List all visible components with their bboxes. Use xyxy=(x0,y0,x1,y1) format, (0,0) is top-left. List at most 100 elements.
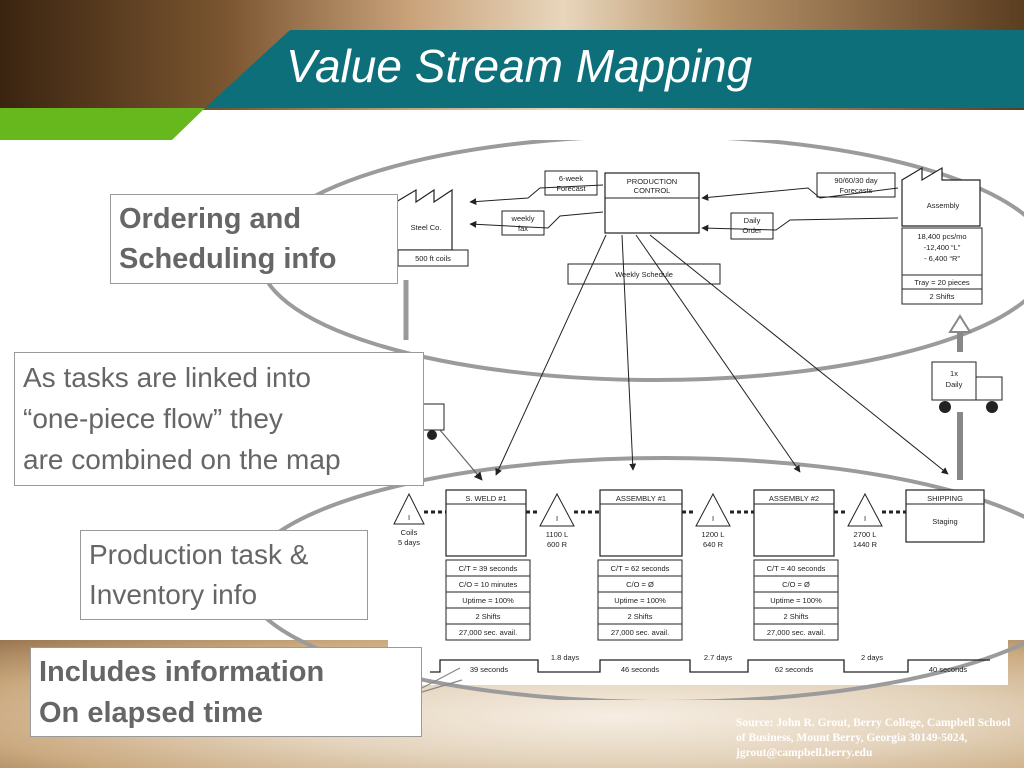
callout-production: Production task & Inventory info xyxy=(80,530,368,620)
shipping-box xyxy=(905,489,985,543)
production-control-label-1: PRODUCTION xyxy=(627,177,677,186)
data-box-2-line-1: C/T = 62 seconds xyxy=(611,564,670,573)
forecast-box xyxy=(544,170,598,196)
source-citation: Source: John R. Grout, Berry College, Ca… xyxy=(736,717,1011,759)
value-stream-map: Steel Co. 500 ft coils PRODUCTION CONTRO… xyxy=(243,140,1024,700)
customer-data-4: Tray = 20 pieces xyxy=(914,278,970,287)
data-box-3-line-1: C/T = 40 seconds xyxy=(767,564,826,573)
inventory-icon-2 xyxy=(695,492,731,527)
inventory-marker-3: I xyxy=(864,514,866,523)
slide-title: Value Stream Mapping xyxy=(286,40,753,92)
customer-data-3: - 6,400 “R” xyxy=(924,254,960,263)
weekly-fax-label-1: weekly xyxy=(511,214,535,223)
forecast-arrow xyxy=(469,184,604,206)
data-box-3-line-3: Uptime = 100% xyxy=(770,596,822,605)
daily-order-box xyxy=(730,212,774,240)
timeline-days-3: 2 days xyxy=(861,653,883,662)
daily-order-label-2: Order xyxy=(742,226,762,235)
callout-elapsed: Includes information On elapsed time xyxy=(30,647,422,737)
timeline-seconds-3: 62 seconds xyxy=(775,665,814,674)
callout-linked-line-2: “one-piece flow” they xyxy=(23,403,283,434)
truck-icon xyxy=(931,361,977,401)
timeline-seconds-4: 40 seconds xyxy=(929,665,968,674)
truck-label-1: 1x xyxy=(950,369,958,378)
supplier-data-box xyxy=(397,249,469,267)
truck-label-2: Daily xyxy=(946,380,963,389)
process-box-3 xyxy=(753,489,835,557)
data-box-1: C/T = 39 seconds C/O = 10 minutes Uptime… xyxy=(445,559,531,641)
inventory-3-left: 2700 L xyxy=(854,530,877,539)
customer-forecast-arrow xyxy=(701,187,899,201)
data-box-2-line-4: 2 Shifts xyxy=(627,612,652,621)
daily-order-label-1: Daily xyxy=(744,216,761,225)
supplier-label: Steel Co. xyxy=(411,223,442,232)
inventory-2-left: 1200 L xyxy=(702,530,725,539)
inventory-coils-icon xyxy=(393,492,425,525)
customer-data-2: -12,400 “L” xyxy=(924,243,961,252)
callout-elapsed-line-2: On elapsed time xyxy=(39,697,264,729)
timeline-seconds-2: 46 seconds xyxy=(621,665,660,674)
callout-linked-line-1: As tasks are linked into xyxy=(23,362,311,393)
data-box-1-line-1: C/T = 39 seconds xyxy=(459,564,518,573)
data-box-2-line-5: 27,000 sec. avail. xyxy=(611,628,669,637)
shipping-staging: Staging xyxy=(932,517,957,526)
inventory-coils-marker: I xyxy=(408,513,410,522)
customer-data-1: 18,400 pcs/mo xyxy=(917,232,966,241)
customer-forecast-label-1: 90/60/30 day xyxy=(834,176,878,185)
timeline-days-2: 2.7 days xyxy=(704,653,733,662)
inventory-2-right: 640 R xyxy=(703,540,724,549)
supplier-data: 500 ft coils xyxy=(415,254,451,263)
callout-ordering-line-1: Ordering and xyxy=(119,203,302,235)
elapsed-pointer-2 xyxy=(421,679,463,693)
customer-forecast-label-2: Forecasts xyxy=(840,186,873,195)
inventory-icon-3 xyxy=(847,492,883,527)
linked-pointer xyxy=(439,429,483,481)
forecast-label-1: 6-week xyxy=(559,174,583,183)
callout-production-line-2: Inventory info xyxy=(89,579,258,610)
data-box-1-line-5: 27,000 sec. avail. xyxy=(459,628,517,637)
inventory-marker-1: I xyxy=(556,514,558,523)
accent-band xyxy=(0,108,205,140)
weekly-schedule-box xyxy=(567,263,721,285)
weekly-fax-label-2: fax xyxy=(518,224,528,233)
customer-data-5: 2 Shifts xyxy=(929,292,954,301)
shipping-label: SHIPPING xyxy=(927,494,963,503)
inventory-marker-2: I xyxy=(712,514,714,523)
data-box-1-line-2: C/O = 10 minutes xyxy=(459,580,518,589)
forecast-label-2: Forecast xyxy=(556,184,586,193)
inventory-icon-1 xyxy=(539,492,575,527)
weekly-fax-arrow xyxy=(469,211,604,229)
data-box-3-line-5: 27,000 sec. avail. xyxy=(767,628,825,637)
process-name-1: S. WELD #1 xyxy=(465,494,506,503)
data-box-1-line-4: 2 Shifts xyxy=(475,612,500,621)
timeline xyxy=(430,659,990,673)
process-box-2 xyxy=(599,489,683,557)
data-box-3-line-2: C/O = Ø xyxy=(782,580,810,589)
timeline-seconds-1: 39 seconds xyxy=(470,665,509,674)
data-box-2-line-3: Uptime = 100% xyxy=(614,596,666,605)
weekly-fax-box xyxy=(501,210,545,236)
data-box-3: C/T = 40 seconds C/O = Ø Uptime = 100% 2… xyxy=(753,559,839,641)
callout-linked-line-3: are combined on the map xyxy=(23,444,341,475)
callout-ordering: Ordering and Scheduling info xyxy=(110,194,398,284)
timeline-days-1: 1.8 days xyxy=(551,653,580,662)
callout-linked: As tasks are linked into “one-piece flow… xyxy=(14,352,424,486)
inventory-1-right: 600 R xyxy=(547,540,568,549)
data-box-2-line-2: C/O = Ø xyxy=(626,580,654,589)
process-name-3: ASSEMBLY #2 xyxy=(769,494,819,503)
inventory-1-left: 1100 L xyxy=(546,530,568,539)
data-box-3-line-4: 2 Shifts xyxy=(783,612,808,621)
customer-data-box xyxy=(901,227,983,305)
customer-factory-icon xyxy=(901,166,981,227)
production-control-label-2: CONTROL xyxy=(634,186,671,195)
process-box-1 xyxy=(445,489,527,557)
inventory-coils-label-2: 5 days xyxy=(398,538,420,547)
data-box-2: C/T = 62 seconds C/O = Ø Uptime = 100% 2… xyxy=(597,559,683,641)
inventory-coils-label-1: Coils xyxy=(401,528,418,537)
data-box-1-line-3: Uptime = 100% xyxy=(462,596,514,605)
supplier-factory-icon xyxy=(395,188,453,251)
inventory-3-right: 1440 R xyxy=(853,540,878,549)
callout-production-line-1: Production task & xyxy=(89,539,309,570)
customer-label: Assembly xyxy=(927,201,960,210)
